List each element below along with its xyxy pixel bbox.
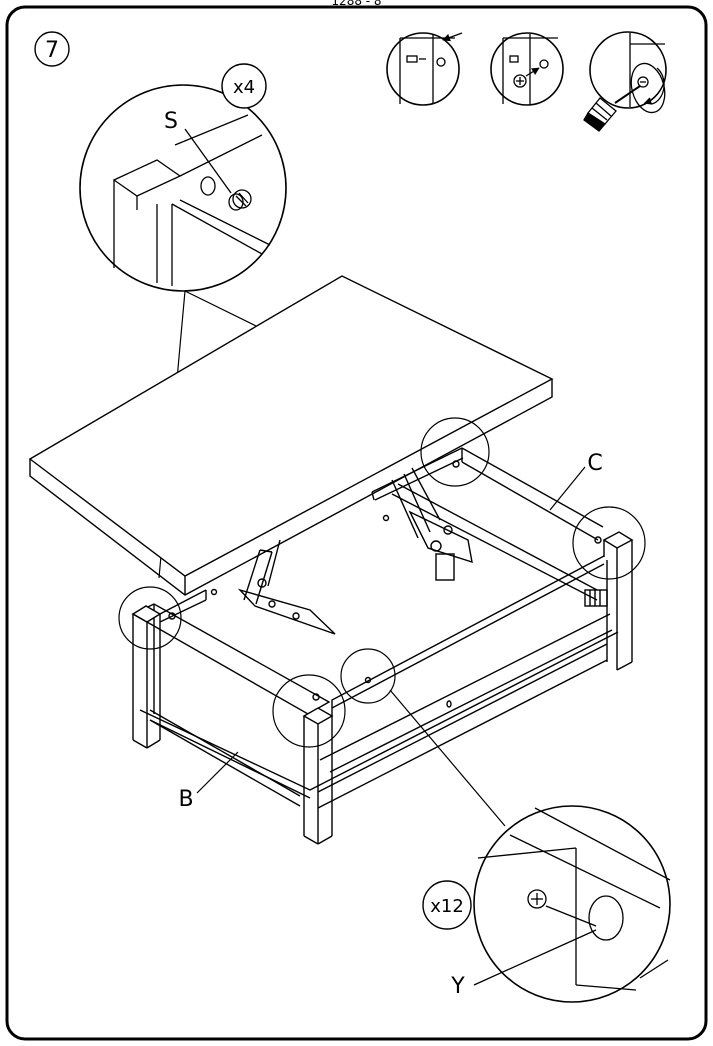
instruction-icon-screw: [490, 32, 564, 106]
detail-screw-cover: [473, 805, 671, 1003]
screw-head-icon: [527, 889, 547, 909]
svg-text:x12: x12: [430, 896, 464, 917]
rotate-arrow-icon: [651, 67, 665, 105]
corner-highlight-circles: [118, 417, 646, 748]
qty-badge-screw: x12: [422, 880, 472, 930]
label-part-c: C: [549, 451, 603, 511]
label-part-b: B: [178, 751, 239, 812]
label-part-s: S: [164, 109, 178, 134]
step-badge: 7: [34, 31, 70, 67]
instruction-icon-insert-cam: [386, 32, 463, 106]
svg-text:C: C: [587, 451, 602, 476]
arrow-left-icon: [442, 32, 463, 42]
label-part-y: Y: [450, 974, 465, 999]
page-frame: [5, 5, 708, 1041]
svg-text:B: B: [178, 787, 193, 812]
qty-badge-cam: x4: [221, 63, 267, 109]
hinge-hardware: [584, 589, 608, 607]
detail-leader-line-bottom: [389, 689, 506, 827]
page-caption: 1288 - 8: [331, 0, 382, 8]
screw-icon: [513, 74, 527, 88]
cam-lock-icon: [228, 189, 252, 211]
step-number: 7: [45, 38, 59, 63]
detail-cam-fitting: [79, 84, 287, 292]
coffee-table: [28, 275, 634, 845]
screwdriver-icon: [583, 85, 641, 132]
cover-cap: [588, 895, 624, 941]
svg-text:x4: x4: [233, 77, 255, 98]
instruction-icon-tighten: [583, 31, 667, 132]
